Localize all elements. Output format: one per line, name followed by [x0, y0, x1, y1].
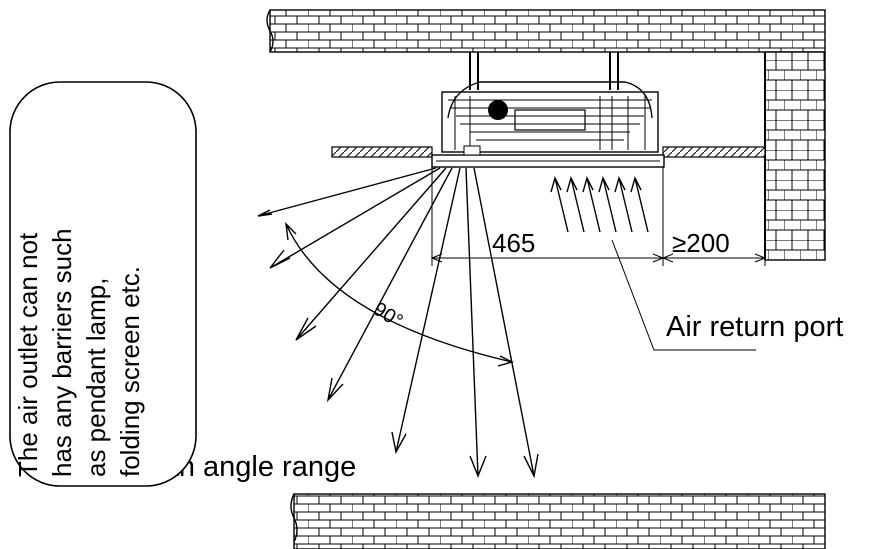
dimension-clearance-label: ≥200: [672, 228, 730, 258]
note-line-1: The air outlet can not: [13, 232, 43, 477]
floor-brick-wall: [290, 493, 826, 549]
dimension-width-label: 465: [492, 228, 535, 258]
note-line-3: as pendant lamp,: [81, 278, 111, 477]
false-ceiling: [331, 146, 766, 158]
side-brick-wall: [764, 51, 826, 261]
return-air-arrows: [550, 176, 649, 233]
angle-label: 90°: [369, 298, 406, 333]
ceiling-brick-wall: [266, 9, 826, 53]
hanger-rods: [469, 52, 619, 90]
cassette-unit: [431, 81, 665, 168]
dimension-lines: [430, 167, 767, 266]
warning-note-text: The air outlet can not has any barriers …: [13, 221, 145, 477]
air-return-label: Air return port: [666, 311, 843, 343]
angle-arc: [285, 222, 514, 367]
air-return-leader: [611, 239, 756, 351]
svg-text:The air outlet can not h: The air outlet can not has any barriers …: [13, 221, 145, 477]
outlet-airflow-arrows: [257, 167, 539, 479]
note-line-2: has any barriers such: [47, 228, 77, 477]
note-line-4: folding screen etc.: [115, 266, 145, 477]
warning-note-box: [9, 81, 197, 487]
